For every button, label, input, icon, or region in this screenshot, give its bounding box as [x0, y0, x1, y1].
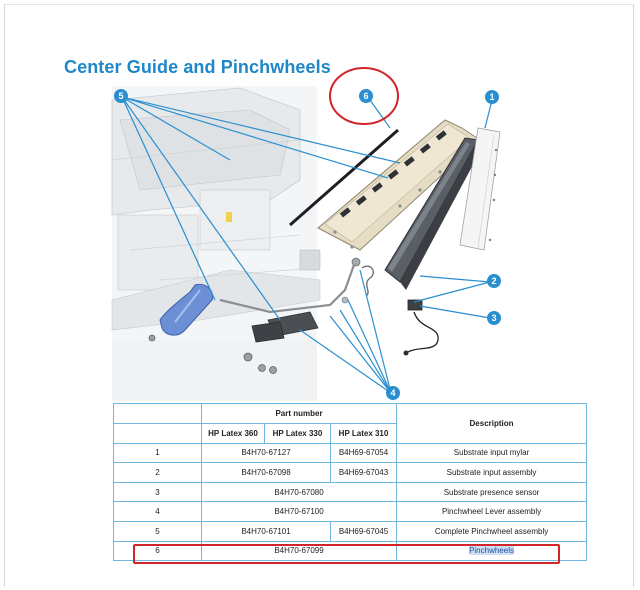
screws-illustration: [148, 296, 349, 374]
row-description: Substrate input assembly: [396, 462, 588, 483]
row-part-360-330: B4H70-67101: [201, 520, 331, 542]
page-title: Center Guide and Pinchwheels: [64, 57, 331, 77]
row-item: 2: [113, 462, 202, 483]
table-subheader-row: HP Latex 360 HP Latex 330 HP Latex 310: [113, 423, 587, 444]
callout-5-label: 5: [118, 91, 123, 101]
header-empty: [113, 403, 202, 424]
header-model-330: HP Latex 330: [264, 423, 331, 444]
center-guide-plate-illustration: [317, 119, 481, 251]
row-part-360-330: B4H70-67127: [201, 442, 331, 464]
table-header-row: Part number Description: [113, 403, 588, 444]
parts-table: Part number Description HP Latex 360 HP …: [113, 403, 588, 562]
callout-6-badge: 6: [359, 89, 373, 103]
row-item: 1: [113, 442, 202, 464]
table-row: 2 B4H70-67098 B4H69-67043 Substrate inpu…: [113, 462, 588, 483]
callout-3-badge: 3: [487, 311, 501, 325]
header-part-number: Part number: [200, 403, 398, 424]
highlight-row-box: [133, 544, 560, 564]
substrate-presence-sensor-illustration: [403, 299, 439, 356]
row-part-all: B4H70-67100: [200, 501, 398, 522]
parts-table-container: Part number Description HP Latex 360 HP …: [113, 403, 588, 562]
substrate-input-mylar-illustration: [459, 127, 501, 251]
printer-body-illustration: [111, 86, 321, 401]
row-item: 3: [113, 481, 202, 503]
row-part-310: B4H69-67054: [329, 442, 398, 464]
callout-1-label: 1: [489, 92, 494, 102]
header-model-310: HP Latex 310: [329, 423, 398, 444]
callout-3-label: 3: [491, 313, 496, 323]
header-description: Description: [396, 403, 588, 444]
header-model-360: HP Latex 360: [201, 423, 265, 444]
page-frame: [4, 4, 634, 587]
selected-description-text: Pinchwheels: [469, 546, 514, 556]
table-row: 4 B4H70-67100 Pinchwheel Lever assembly: [113, 501, 588, 522]
table-row: 1 B4H70-67127 B4H69-67054 Substrate inpu…: [113, 442, 588, 464]
substrate-input-assembly-illustration: [384, 137, 482, 290]
callout-2-badge: 2: [487, 274, 501, 288]
callout-2-label: 2: [491, 276, 496, 286]
row-description: Pinchwheel Lever assembly: [396, 501, 588, 522]
callout-leader-lines: [121, 96, 493, 394]
callout-4-label: 4: [390, 388, 395, 398]
row-description: Substrate input mylar: [396, 442, 588, 464]
callout-6-label: 6: [363, 91, 368, 101]
row-part-310: B4H69-67043: [329, 462, 398, 483]
row-description: Complete Pinchwheel assembly: [396, 520, 588, 542]
subheader-empty: [113, 423, 202, 444]
row-part-all: B4H70-67080: [200, 481, 398, 503]
table-row: 5 B4H70-67101 B4H69-67045 Complete Pinch…: [113, 520, 588, 542]
row-item: 4: [113, 501, 202, 522]
callout-1-badge: 1: [485, 90, 499, 104]
table-row: 3 B4H70-67080 Substrate presence sensor: [113, 481, 588, 503]
exploded-parts-diagram: 1 2 3 4 5 6: [111, 67, 501, 401]
pinchwheel-shaft-illustration: [289, 128, 399, 227]
row-part-360-330: B4H70-67098: [201, 462, 331, 483]
callout-4-badge: 4: [386, 386, 400, 400]
row-item: 5: [113, 520, 202, 542]
row-description: Substrate presence sensor: [396, 481, 588, 503]
row-part-310: B4H69-67045: [329, 520, 398, 542]
lever-rod-illustration: [219, 257, 374, 343]
callout-5-badge: 5: [114, 89, 128, 103]
highlight-circle: [329, 67, 399, 125]
